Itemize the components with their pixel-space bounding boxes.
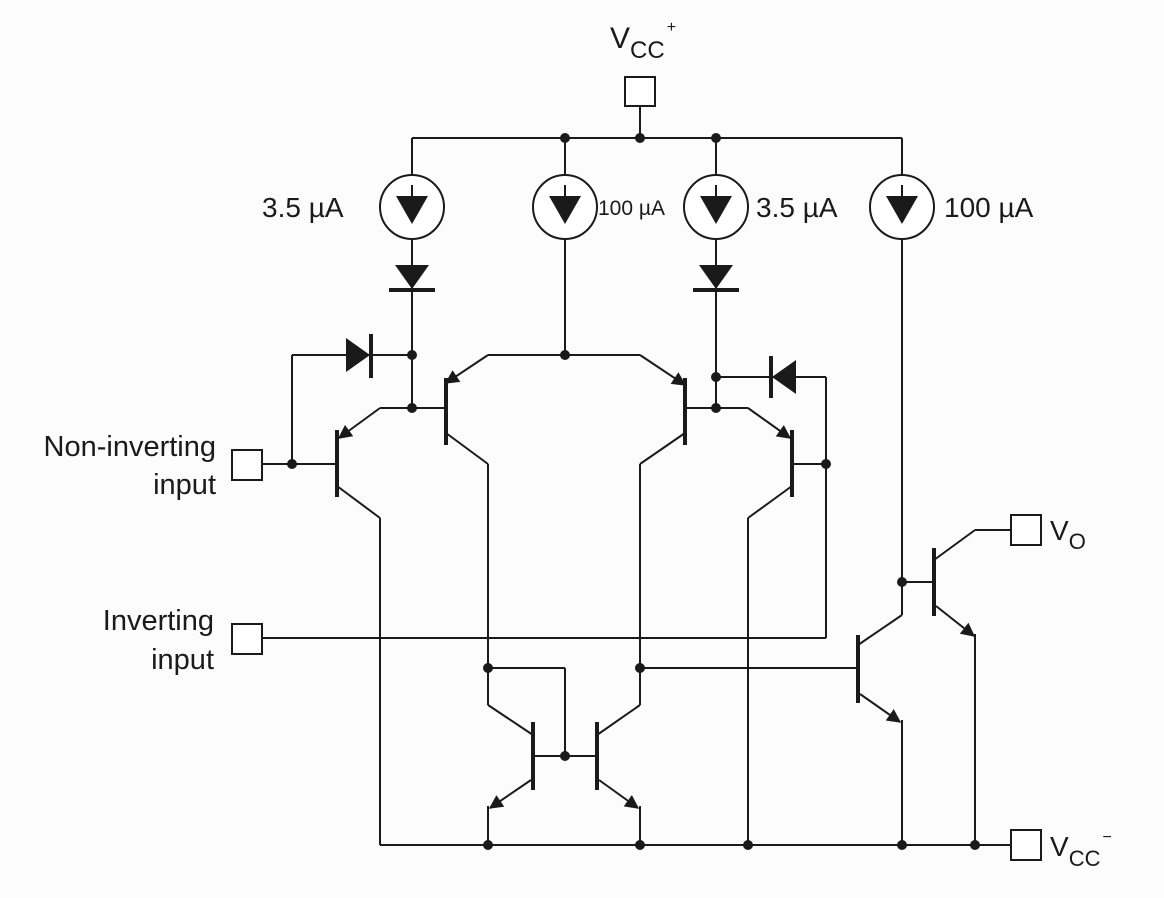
current-source-3-label: 3.5 µA: [756, 192, 838, 223]
vcc-minus-label: VCC−: [1050, 829, 1112, 871]
noninverting-label-line2: input: [153, 469, 216, 501]
current-source-4: [869, 138, 935, 240]
current-source-4-label: 100 µA: [944, 192, 1034, 223]
diode-right-series: [693, 265, 739, 292]
transistor-q6: [902, 529, 1011, 845]
transistor-q4: [716, 407, 826, 845]
current-source-2: [532, 138, 598, 240]
output-label: VO: [1050, 515, 1086, 554]
vcc-plus-pin[interactable]: [624, 76, 656, 107]
vcc-plus-rail: [412, 106, 902, 139]
transistor-q3: [639, 378, 716, 668]
transistor-q2: [412, 378, 489, 668]
vcc-plus-label: VCC+: [610, 19, 676, 64]
noninverting-label-line1: Non-inverting: [44, 431, 216, 463]
transistor-q5: [640, 582, 903, 845]
transistor-q1: [262, 407, 412, 845]
junction-dots: [287, 133, 980, 850]
noninverting-input-pin[interactable]: [231, 449, 263, 481]
inverting-label-line1: Inverting: [103, 605, 214, 637]
output-pin[interactable]: [1010, 514, 1042, 546]
vcc-minus-pin[interactable]: [1010, 829, 1042, 861]
diode-left-series: [389, 265, 435, 292]
diode-right-clamp: [716, 356, 827, 638]
current-source-1-label: 3.5 µA: [262, 192, 344, 223]
diode-left-clamp: [291, 334, 412, 464]
inverting-input-pin[interactable]: [231, 623, 263, 655]
inverting-label-line2: input: [151, 644, 214, 676]
current-source-1: [379, 138, 445, 240]
current-source-3: [683, 138, 749, 240]
current-mirror: [487, 667, 641, 845]
current-source-2-label: 100 µA: [598, 197, 665, 220]
